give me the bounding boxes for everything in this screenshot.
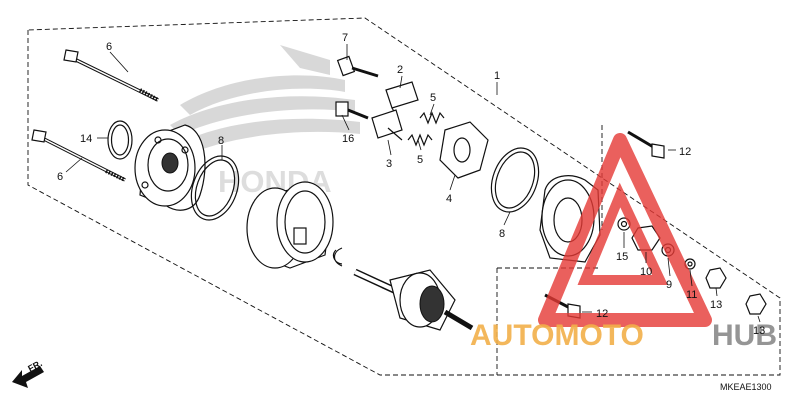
front-cover (134, 124, 206, 211)
o-ring-small-inner (110, 124, 130, 156)
mounting-bolt-upper (627, 130, 665, 159)
callout-12-lower: 12 (596, 308, 608, 320)
terminal-screw (336, 55, 379, 78)
brush-holder (439, 121, 489, 179)
through-bolt-lower (31, 129, 126, 182)
brush-spring-lower (407, 133, 433, 147)
o-ring-small (107, 120, 133, 160)
assembly-boundary (27, 17, 781, 376)
front-direction-arrow: FR. (12, 358, 44, 388)
yoke-housing (246, 181, 334, 269)
callout-5-upper: 5 (430, 92, 436, 104)
watermark-text-primary: AUTOMOTO (470, 319, 644, 352)
callout-9: 9 (666, 279, 672, 291)
callout-13-middle: 13 (710, 299, 722, 311)
o-ring-large-right-inner (494, 151, 536, 209)
callout-3: 3 (386, 158, 392, 170)
brush-lower (371, 109, 403, 141)
callout-14: 14 (80, 133, 92, 145)
callout-4: 4 (446, 193, 452, 205)
callout-10: 10 (640, 266, 652, 278)
armature (353, 268, 474, 331)
o-ring-large-right (490, 147, 540, 213)
o-ring-large-left-inner (194, 159, 236, 217)
callout-15: 15 (616, 251, 628, 263)
brush-spring-upper (419, 111, 445, 125)
callout-5-lower: 5 (417, 154, 423, 166)
catalog-code: MKEAE1300 (720, 382, 772, 392)
brush-holder-screw (335, 101, 369, 120)
callout-12-upper: 12 (679, 146, 691, 158)
callout-7: 7 (342, 32, 348, 44)
o-ring-large-left (190, 155, 240, 221)
callout-13-end: 13 (753, 325, 765, 337)
leader-lines (65, 44, 761, 323)
callout-2: 2 (397, 64, 403, 76)
watermark-text-secondary: HUB (712, 319, 777, 352)
nut-end (745, 293, 767, 315)
nut-middle (705, 267, 727, 289)
callout-6-upper: 6 (106, 41, 112, 53)
watermark-triangle (538, 133, 712, 327)
callout-8-left: 8 (218, 135, 224, 147)
callout-6-lower: 6 (57, 171, 63, 183)
callout-16: 16 (342, 133, 354, 145)
callout-8-right: 8 (499, 228, 505, 240)
armature-clip (332, 247, 343, 267)
callout-11: 11 (686, 289, 697, 301)
through-bolt-upper (63, 49, 159, 102)
callout-1: 1 (494, 70, 500, 82)
